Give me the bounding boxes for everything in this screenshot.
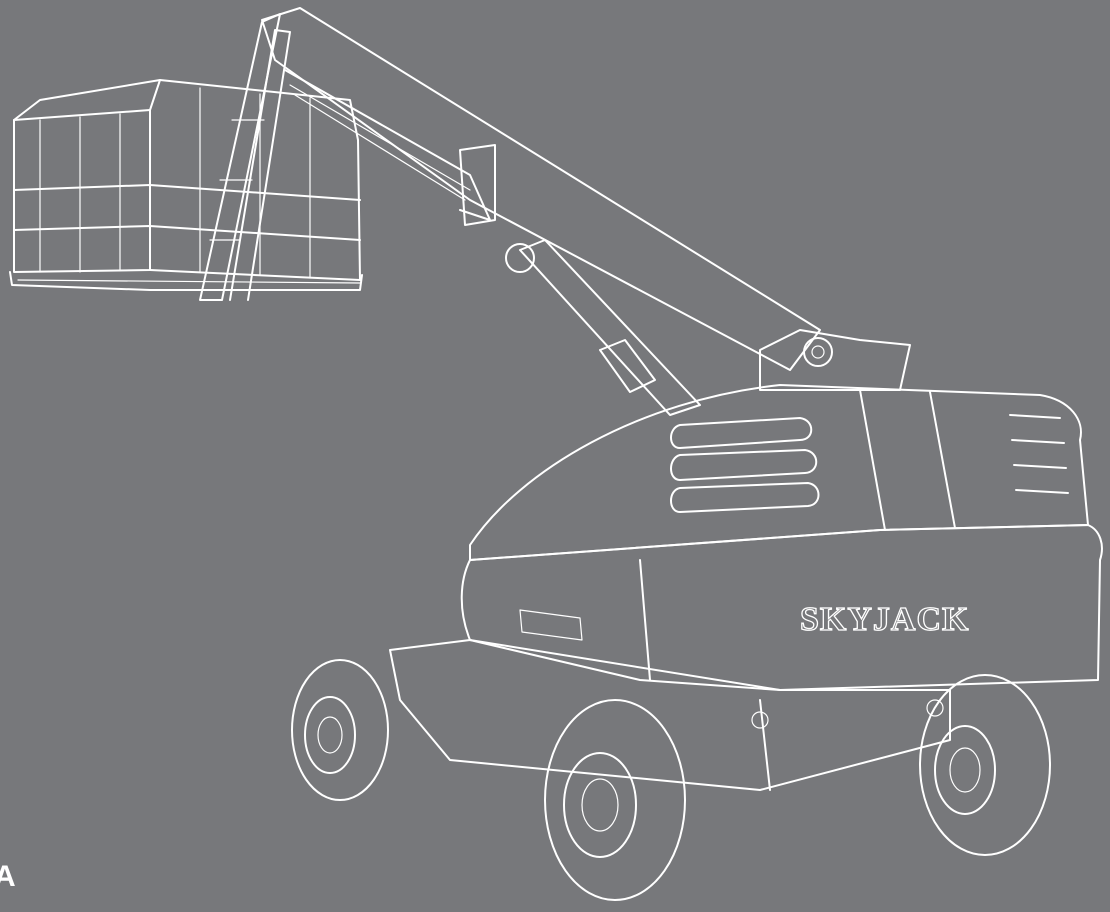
platform-basket [9,79,363,291]
telescopic-boom [261,7,821,371]
turntable-pivot [759,329,911,391]
figure-callout-label: A [0,860,16,893]
engine-hood [469,384,1089,561]
jib-arm [199,13,291,301]
chassis-frame [389,639,951,791]
wheel-rear-left [291,659,389,801]
wheel-front-left [544,699,686,901]
wheel-front-right [919,674,1051,856]
brand-logo-text: SKYJACK [800,601,969,638]
chassis-body: SKYJACK [460,524,1103,691]
lift-cylinder [519,239,701,416]
